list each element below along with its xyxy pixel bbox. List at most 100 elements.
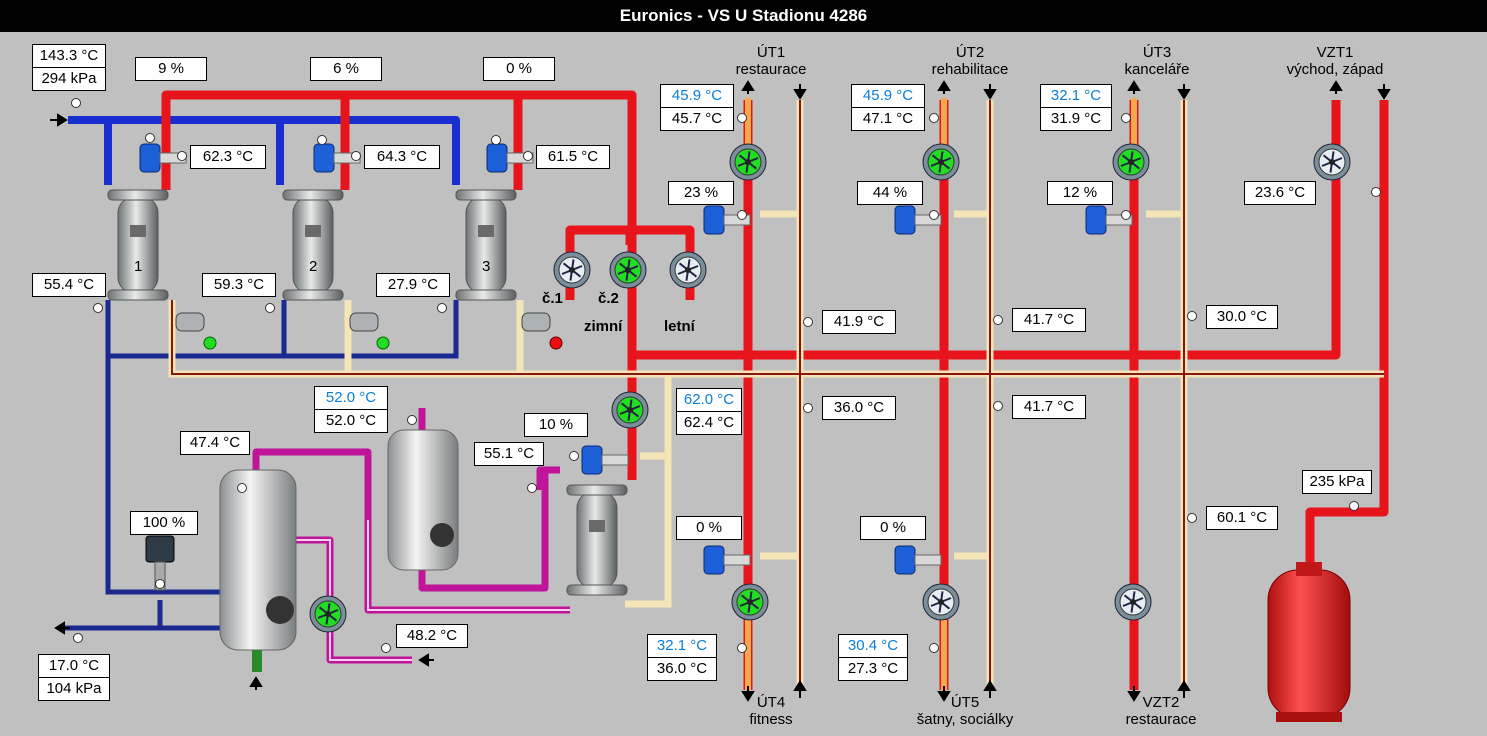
exchanger-2-secondary-temp[interactable]: 64.3 °C xyxy=(364,145,440,169)
sensor-gauge-icon xyxy=(71,98,81,108)
pump-2-icon[interactable] xyxy=(609,251,647,289)
sensor-gauge-icon xyxy=(993,315,1003,325)
ut5-valve[interactable]: 0 % xyxy=(860,516,926,540)
ut2-name: ÚT2 xyxy=(955,44,985,61)
sensor-gauge-icon xyxy=(523,151,533,161)
ut4-actual[interactable]: 36.0 °C xyxy=(647,657,717,681)
valve-ut4-icon[interactable] xyxy=(703,545,751,575)
pump-2-label: č.2 xyxy=(598,290,619,307)
outlet-temp-value[interactable]: 17.0 °C xyxy=(38,654,110,678)
ut5-setpoint[interactable]: 30.4 °C xyxy=(838,634,908,658)
ut2-setpoint[interactable]: 45.9 °C xyxy=(851,84,925,108)
sensor-gauge-icon xyxy=(1371,187,1381,197)
vzt1-temp[interactable]: 23.6 °C xyxy=(1244,181,1316,205)
tuv-mixing-valve-icon[interactable] xyxy=(145,535,175,591)
ut4-setpoint[interactable]: 32.1 °C xyxy=(647,634,717,658)
sensor-gauge-icon xyxy=(237,483,247,493)
exchanger-2-valve-value[interactable]: 6 % xyxy=(310,57,382,81)
heat-exchanger-1 xyxy=(107,189,169,301)
ut1-sub: restaurace xyxy=(735,61,807,78)
pump-ut4-icon[interactable] xyxy=(731,583,769,621)
vzt2-sub: restaurace xyxy=(1125,711,1197,728)
ut2-valve[interactable]: 44 % xyxy=(857,181,923,205)
ut5-name: ÚT5 xyxy=(950,694,980,711)
ut1-setpoint[interactable]: 45.9 °C xyxy=(660,84,734,108)
sensor-gauge-icon xyxy=(407,415,417,425)
ut3-return[interactable]: 30.0 °C xyxy=(1206,305,1278,329)
outlet-pressure-value[interactable]: 104 kPa xyxy=(38,677,110,701)
tuv-exchanger-primary[interactable]: 55.1 °C xyxy=(474,442,544,466)
exchanger-3-valve-value[interactable]: 0 % xyxy=(483,57,555,81)
tuv-valve[interactable]: 10 % xyxy=(524,413,588,437)
exchanger-1-status-led xyxy=(203,336,217,350)
valve-ut2-icon[interactable] xyxy=(894,205,942,235)
sensor-gauge-icon xyxy=(317,135,327,145)
vzt2-name: VZT2 xyxy=(1142,694,1180,711)
sensor-gauge-icon xyxy=(1187,513,1197,523)
exchanger-2-return-temp[interactable]: 59.3 °C xyxy=(202,273,276,297)
ut1-name: ÚT1 xyxy=(756,44,786,61)
tuv-tank-temp[interactable]: 47.4 °C xyxy=(180,431,250,455)
tuv-exchanger-setpoint[interactable]: 62.0 °C xyxy=(676,388,742,412)
ut2-actual[interactable]: 47.1 °C xyxy=(851,107,925,131)
sensor-gauge-icon xyxy=(73,633,83,643)
sensor-gauge-icon xyxy=(265,303,275,313)
exchanger-1-return-temp[interactable]: 55.4 °C xyxy=(32,273,106,297)
ut1-actual[interactable]: 45.7 °C xyxy=(660,107,734,131)
exchanger-3-secondary-temp[interactable]: 61.5 °C xyxy=(536,145,610,169)
valve-ut1-icon[interactable] xyxy=(703,205,751,235)
exchanger-3-shutoff-icon[interactable] xyxy=(521,312,551,332)
exchanger-1-valve-value[interactable]: 9 % xyxy=(135,57,207,81)
ut5-return[interactable]: 41.7 °C xyxy=(1012,395,1086,419)
primary-supply-pipe xyxy=(68,116,460,185)
ut1-return[interactable]: 41.9 °C xyxy=(822,310,896,334)
sensor-gauge-icon xyxy=(177,151,187,161)
tuv-circulation-temp[interactable]: 48.2 °C xyxy=(396,624,468,648)
inlet-temp-value[interactable]: 143.3 °C xyxy=(32,44,106,68)
exchanger-3-return-temp[interactable]: 27.9 °C xyxy=(376,273,450,297)
pump-3-icon[interactable] xyxy=(669,251,707,289)
sensor-gauge-icon xyxy=(491,135,501,145)
vzt2-return[interactable]: 60.1 °C xyxy=(1206,506,1278,530)
tuv-exchanger-actual[interactable]: 62.4 °C xyxy=(676,411,742,435)
exchanger-1-shutoff-icon[interactable] xyxy=(175,312,205,332)
ut2-return[interactable]: 41.7 °C xyxy=(1012,308,1086,332)
valve-exchanger-1-icon[interactable] xyxy=(139,143,187,173)
pump-ut3-icon[interactable] xyxy=(1112,143,1150,181)
ut3-valve[interactable]: 12 % xyxy=(1047,181,1113,205)
sensor-gauge-icon xyxy=(929,643,939,653)
ut4-return[interactable]: 36.0 °C xyxy=(822,396,896,420)
expansion-pressure[interactable]: 235 kPa xyxy=(1302,470,1372,494)
exchanger-2-shutoff-icon[interactable] xyxy=(349,312,379,332)
valve-tuv-icon[interactable] xyxy=(581,445,629,475)
valve-ut3-icon[interactable] xyxy=(1085,205,1133,235)
ut1-valve[interactable]: 23 % xyxy=(668,181,734,205)
tuv-actual[interactable]: 52.0 °C xyxy=(314,409,388,433)
tuv-mixing-valve[interactable]: 100 % xyxy=(130,511,198,535)
sensor-gauge-icon xyxy=(381,643,391,653)
ut5-actual[interactable]: 27.3 °C xyxy=(838,657,908,681)
pump-ut1-icon[interactable] xyxy=(729,143,767,181)
pump-vzt1-icon[interactable] xyxy=(1313,143,1351,181)
exchanger-1-secondary-temp[interactable]: 62.3 °C xyxy=(190,145,266,169)
summer-mode-label: letní xyxy=(664,318,695,335)
tuv-setpoint[interactable]: 52.0 °C xyxy=(314,386,388,410)
pump-ut2-icon[interactable] xyxy=(922,143,960,181)
valve-ut5-icon[interactable] xyxy=(894,545,942,575)
pump-tuv-exchanger-icon[interactable] xyxy=(611,391,649,429)
pump-ut5-icon[interactable] xyxy=(922,583,960,621)
pump-tuv-circulation-icon[interactable] xyxy=(309,595,347,633)
pump-vzt2-icon[interactable] xyxy=(1114,583,1152,621)
sensor-gauge-icon xyxy=(929,210,939,220)
inlet-pressure-value[interactable]: 294 kPa xyxy=(32,67,106,91)
sensor-gauge-icon xyxy=(929,113,939,123)
pump-1-icon[interactable] xyxy=(553,251,591,289)
ut3-actual[interactable]: 31.9 °C xyxy=(1040,107,1112,131)
primary-return-pipe xyxy=(60,300,459,631)
ut3-setpoint[interactable]: 32.1 °C xyxy=(1040,84,1112,108)
ut4-valve[interactable]: 0 % xyxy=(676,516,742,540)
